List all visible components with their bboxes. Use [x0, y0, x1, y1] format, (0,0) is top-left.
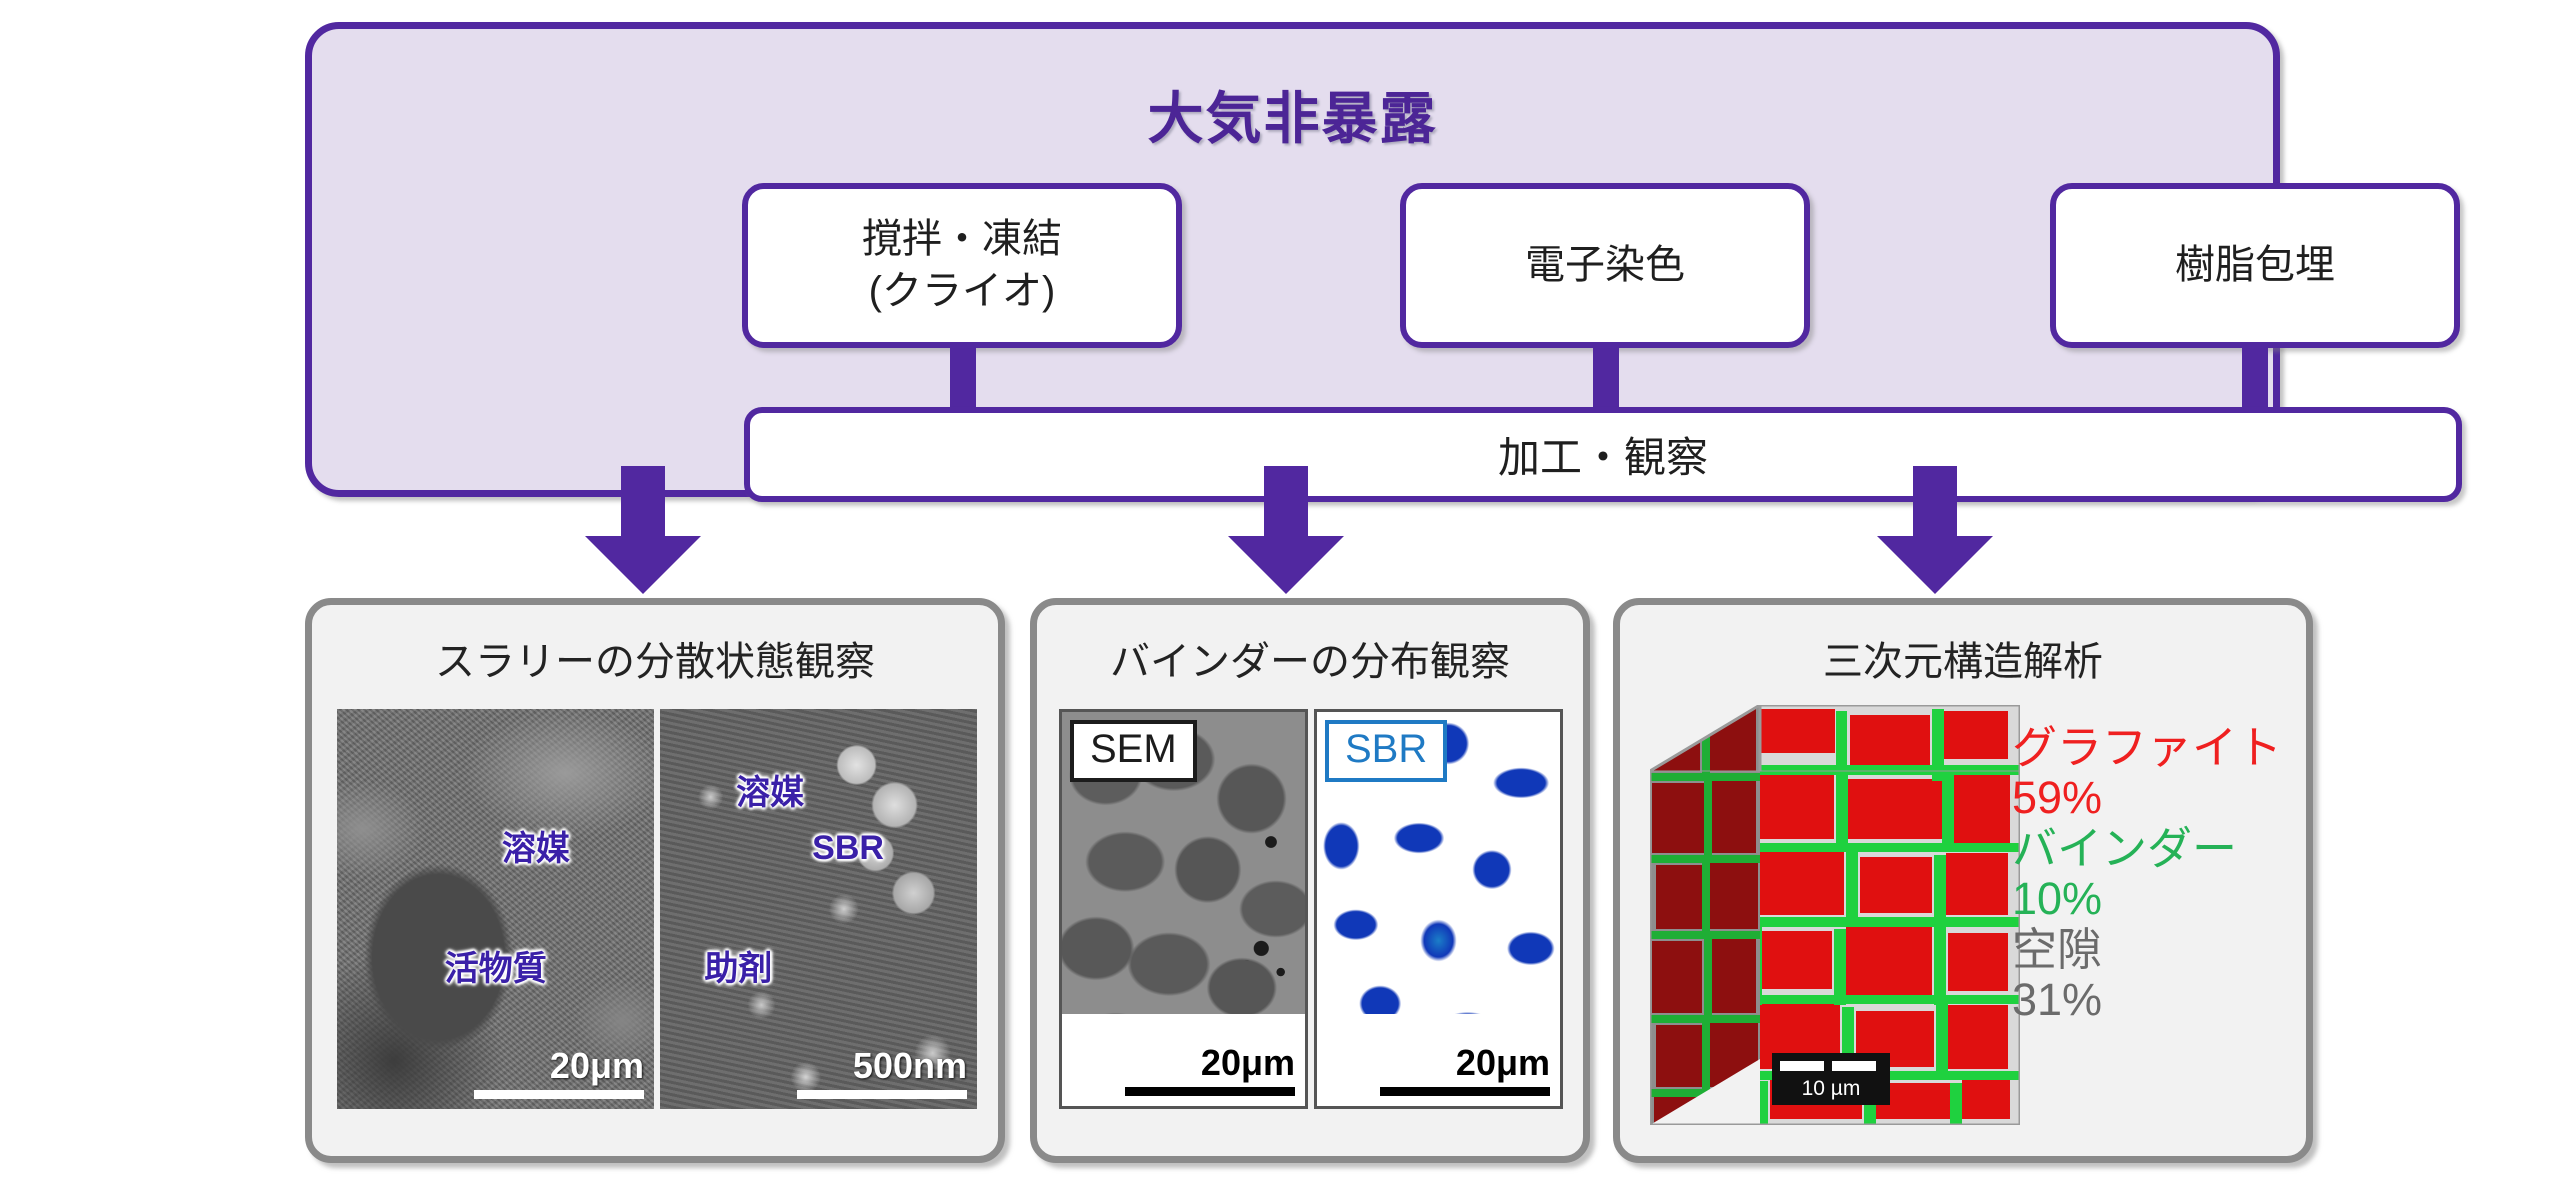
process-observation-bar[interactable]: 加工・観察: [744, 407, 2462, 502]
process-box-cryo-line2: (クライオ): [868, 268, 1056, 313]
scalebar-line: [1380, 1087, 1550, 1096]
panel-binder-distribution-title: バインダーの分布観察: [1110, 640, 1510, 684]
micrograph-label-sbr: SBR: [812, 829, 884, 867]
scalebar-20um-left: 20μm: [474, 1048, 644, 1099]
down-arrow-icon-1: [585, 466, 701, 594]
scalebar-label: 20μm: [1200, 1042, 1295, 1083]
process-box-cryo-line1: 撹拌・凍結: [862, 217, 1062, 262]
micrograph-label-active-material: 活物質: [444, 950, 547, 988]
panel-slurry-dispersion: スラリーの分散状態観察 溶媒 活物質 20μm 溶媒 SBR 助剤 500nm: [305, 598, 1005, 1163]
binder-micrograph-sbr-map[interactable]: SBR 20μm: [1314, 709, 1563, 1109]
down-arrow-icon-2: [1228, 466, 1344, 594]
panel-binder-distribution: バインダーの分布観察 SEM 20μm SBR 20μm: [1030, 598, 1590, 1163]
process-box-resin-embedding-label: 樹脂包埋: [2175, 242, 2335, 287]
tomography-cube[interactable]: 10 µm: [1650, 705, 2020, 1125]
panel-3d-structure-analysis-title: 三次元構造解析: [1823, 640, 2103, 684]
legend-pore-value: 31%: [2012, 973, 2103, 1025]
legend-binder-name: バインダー: [2012, 822, 2238, 874]
legend-graphite-value: 59%: [2012, 772, 2103, 824]
process-box-resin-embedding[interactable]: 樹脂包埋: [2050, 183, 2460, 348]
process-observation-bar-label: 加工・観察: [1497, 434, 1708, 481]
binder-micrograph-sem[interactable]: SEM 20μm: [1059, 709, 1308, 1109]
page-title: 大気非暴露: [1147, 87, 1438, 150]
panel-slurry-dispersion-title: スラリーの分散状態観察: [435, 640, 875, 684]
micrograph-label-solvent-right: 溶媒: [736, 774, 805, 812]
legend-binder-value: 10%: [2012, 873, 2103, 925]
scalebar-label: 500nm: [852, 1045, 967, 1086]
legend-pore-name: 空隙: [2012, 923, 2103, 975]
down-arrow-icon-3: [1877, 466, 1993, 594]
scalebar-500nm: 500nm: [797, 1048, 967, 1099]
slurry-micrograph-right[interactable]: 溶媒 SBR 助剤 500nm: [660, 709, 977, 1109]
scalebar-label: 20μm: [1455, 1042, 1550, 1083]
scalebar-20um-sbr: 20μm: [1380, 1045, 1550, 1096]
micrograph-label-additive: 助剤: [704, 950, 773, 988]
panel-3d-structure-analysis: 三次元構造解析: [1613, 598, 2313, 1163]
connector-resin-embedding: [2242, 342, 2268, 412]
tag-sem: SEM: [1070, 720, 1197, 782]
slurry-micrograph-left[interactable]: 溶媒 活物質 20μm: [337, 709, 654, 1109]
scalebar-line: [797, 1090, 967, 1099]
scalebar-20um-sem: 20μm: [1125, 1045, 1295, 1096]
process-box-electron-staining-label: 電子染色: [1525, 242, 1685, 287]
cube-scalebar: 10 µm: [1772, 1053, 1890, 1105]
atmosphere-free-container: 大気非暴露 撹拌・凍結 (クライオ) 電子染色 樹脂包埋 加工・観察: [305, 22, 2462, 502]
tag-sbr: SBR: [1325, 720, 1448, 782]
process-box-electron-staining[interactable]: 電子染色: [1400, 183, 1810, 348]
scalebar-line: [474, 1090, 644, 1099]
svg-text:10 µm: 10 µm: [1802, 1077, 1861, 1100]
binder-image-grid: SEM 20μm SBR 20μm: [1059, 709, 1563, 1109]
slurry-image-grid: 溶媒 活物質 20μm 溶媒 SBR 助剤 500nm: [337, 709, 977, 1109]
micrograph-label-solvent-left: 溶媒: [501, 830, 570, 868]
scalebar-label: 20μm: [549, 1045, 644, 1086]
legend-graphite-name: グラファイト: [2012, 722, 2283, 773]
process-box-cryo[interactable]: 撹拌・凍結 (クライオ): [742, 183, 1182, 348]
connector-electron-staining: [1593, 342, 1619, 412]
connector-cryo: [950, 342, 976, 412]
scalebar-line: [1125, 1087, 1295, 1096]
composition-legend: グラファイト 59% バインダー 10% 空隙 31%: [2012, 722, 2312, 1025]
